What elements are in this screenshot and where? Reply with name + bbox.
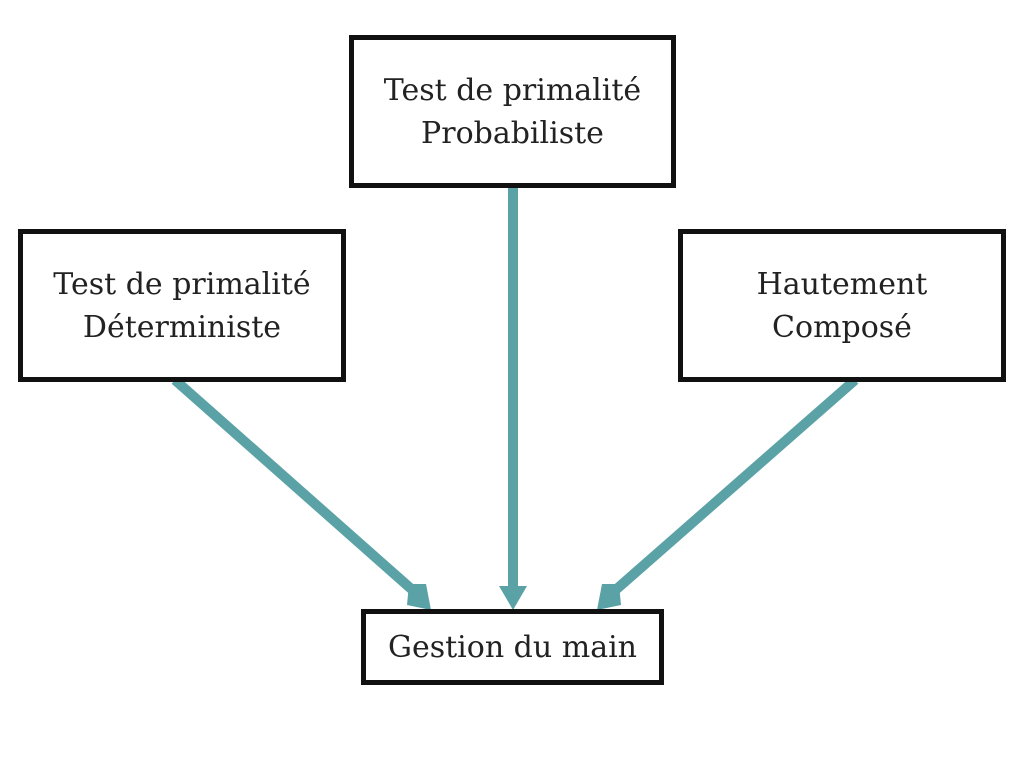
arrow-head xyxy=(407,584,431,610)
node-label: Gestion du main xyxy=(388,629,637,665)
node-label-line2: Composé xyxy=(772,309,912,345)
edge-compose-to-main xyxy=(597,376,859,610)
node-label-line1: Test de primalité xyxy=(383,72,642,108)
edge-probabiliste-to-main xyxy=(499,188,527,610)
node-label-line1: Hautement xyxy=(756,266,928,302)
arrow-shaft xyxy=(171,376,421,598)
arrow-head xyxy=(597,584,621,610)
node-text: Test de primalité Déterministe xyxy=(53,263,310,349)
node-label-line1: Test de primalité xyxy=(53,266,311,302)
arrow-shaft xyxy=(607,376,859,598)
node-compose: Hautement Composé xyxy=(678,229,1006,382)
node-label-line2: Déterministe xyxy=(82,309,282,345)
node-probabiliste: Test de primalité Probabiliste xyxy=(349,35,676,188)
node-label-line2: Probabiliste xyxy=(421,115,604,151)
node-text: Test de primalité Probabiliste xyxy=(384,69,641,155)
arrow-head xyxy=(499,586,527,610)
node-deterministe: Test de primalité Déterministe xyxy=(18,229,346,382)
edge-deterministe-to-main xyxy=(171,376,431,610)
node-main: Gestion du main xyxy=(361,609,664,685)
node-text: Hautement Composé xyxy=(757,263,928,349)
